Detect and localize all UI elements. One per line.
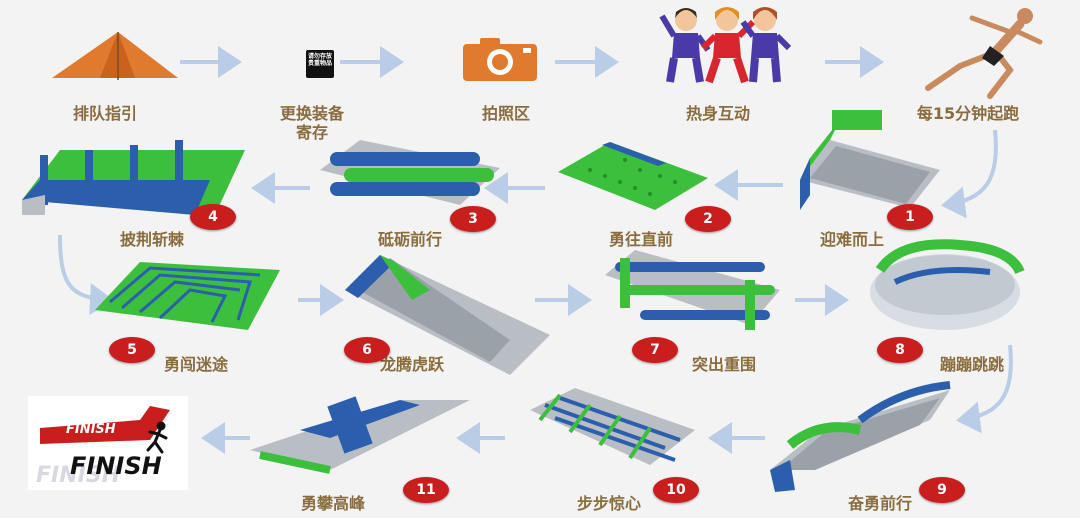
tent-icon [52,32,178,80]
badge-step-7: 7 [632,337,678,363]
flow-arrows [58,46,1013,454]
finish-shadow-text: FINISH [36,463,121,488]
badge-step-11: 11 [403,477,449,503]
badge-step-9: 9 [919,477,965,503]
badge-step-1: 1 [887,204,933,230]
finish-main-text: FINISH [70,452,162,480]
badge-step-5: 5 [109,337,155,363]
label-warmup: 热身互动 [685,104,751,123]
label-step-2: 勇往直前 [608,230,674,249]
obstacle-4-icon [22,140,245,215]
badge-step-10: 10 [653,477,699,503]
obstacle-2-icon [558,142,708,210]
label-step-10: 步步惊心 [576,494,642,513]
obstacle-11-icon [250,396,470,474]
badge-step-8: 8 [877,337,923,363]
badge-step-2: 2 [685,206,731,232]
label-photo: 拍照区 [481,104,531,123]
obstacle-7-icon [605,250,780,330]
label-step-9: 奋勇前行 [847,494,913,513]
arrow-s8-s9 [956,344,1013,434]
label-step-4: 披荆斩棘 [119,230,185,249]
label-start: 每15分钟起跑 [916,104,1020,123]
finish-logo [28,396,188,490]
camera-icon [463,38,537,81]
label-step-11: 勇攀高峰 [300,494,366,513]
obstacle-3-icon [320,140,500,205]
storage-box-icon [306,50,334,78]
obstacle-9-icon [770,381,951,492]
warmup-people-icon [659,7,792,84]
label-step-8: 蹦蹦跳跳 [939,355,1005,374]
label-queue: 排队指引 [72,104,138,123]
label-step-5: 勇闯迷途 [163,355,229,374]
label-step-6: 龙腾虎跃 [379,355,445,374]
obstacle-5-icon [95,262,280,330]
badge-step-4: 4 [190,204,236,230]
arrow-start-s1 [941,129,998,219]
obstacle-1-icon [800,110,940,210]
finish-ribbon-text: FINISH [66,422,116,437]
obstacle-6-icon [345,255,550,375]
storage-box-text: 请勿存放 贵重物品 [307,53,332,67]
label-step-1: 迎难而上 [819,230,885,249]
arrow-s4-s5 [58,234,114,315]
finish-runner-icon [146,421,168,454]
badge-step-6: 6 [344,337,390,363]
finish-ribbon [40,406,170,444]
label-change: 更换装备 寄存 [279,104,345,142]
obstacle-8-icon [870,239,1025,330]
obstacle-10-icon [530,388,695,465]
badge-step-3: 3 [450,206,496,232]
runner-icon [925,8,1043,99]
label-step-7: 突出重围 [691,355,757,374]
label-step-3: 砥砺前行 [377,230,443,249]
